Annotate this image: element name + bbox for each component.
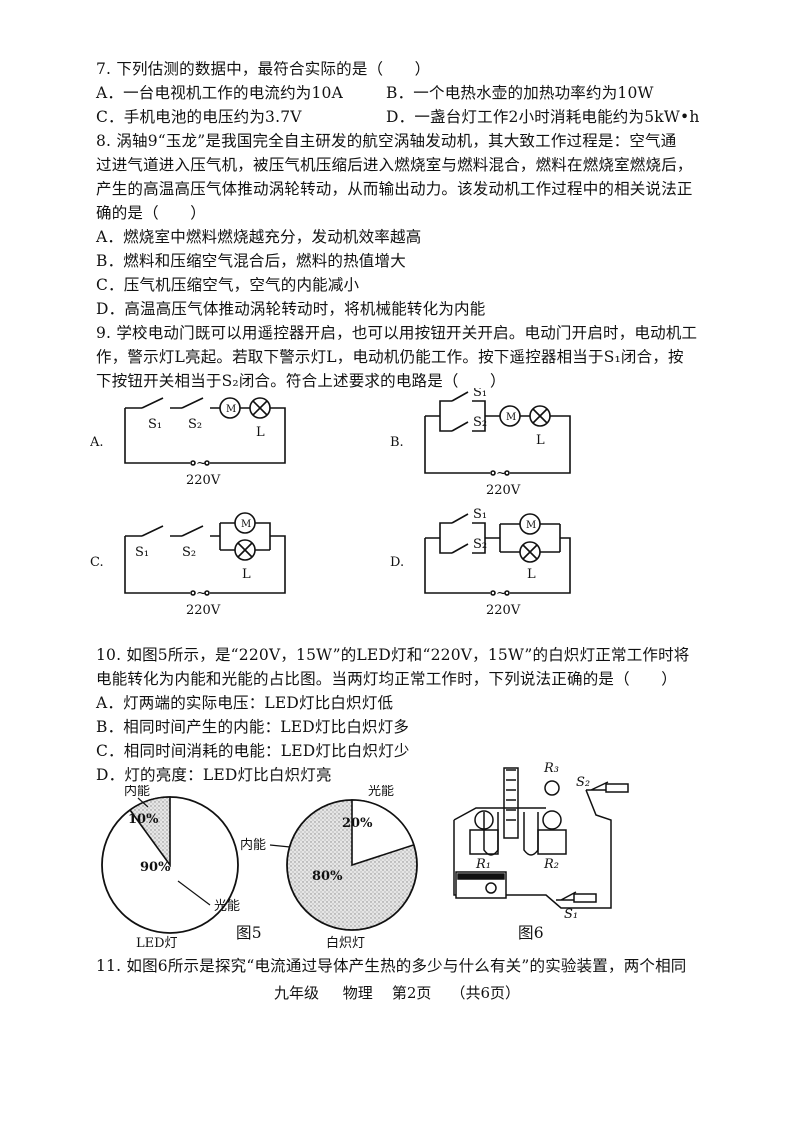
q7-option-c: C．手机电池的电压约为3.7V <box>96 108 302 126</box>
circuit-d-s1: S₁ <box>473 507 487 522</box>
q8-line-1: 8. 涡轴9“玉龙”是我国完全自主研发的航空涡轴发动机，其大致工作过程是：空气通 <box>96 132 677 150</box>
figure-6-caption: 图6 <box>518 924 544 942</box>
circuit-a-lamp: L <box>256 425 265 440</box>
circuit-d-lamp: L <box>527 567 536 582</box>
lamp-icon <box>249 397 271 419</box>
q10-option-d: D．灯的亮度：LED灯比白炽灯亮 <box>96 766 332 784</box>
circuit-c-s2: S₂ <box>182 545 196 560</box>
circuit-b-source: ~ <box>496 466 507 481</box>
led-pie-heat-slice <box>128 796 171 868</box>
q9-circuit-options: A. S₁ S₂ M L ~ 220V B. S₁ S₂ M L ~ 220V … <box>90 388 571 618</box>
q11-line-1: 11. 如图6所示是探究“电流通过导体产生热的多少与什么有关”的实验装置，两个相… <box>96 957 687 975</box>
lamp-icon <box>529 405 551 427</box>
q9-line-3: 下按钮开关相当于S₂闭合。符合上述要求的电路是（ ） <box>96 372 506 390</box>
fig6-r3: R₃ <box>543 761 559 776</box>
figure-6: R₃ S₂ R₁ R₂ S₁ <box>453 761 629 920</box>
incandescent-heat-label: 内能 <box>240 837 266 853</box>
circuit-d-source: ~ <box>496 586 507 601</box>
option-d-label: D. <box>390 555 404 570</box>
circuit-c-voltage: 220V <box>186 603 221 618</box>
footer-grade: 九年级 <box>273 984 319 1002</box>
circuit-a-source: ~ <box>196 456 207 471</box>
circuit-c <box>124 512 286 596</box>
q10-option-b: B．相同时间产生的内能：LED灯比白炽灯多 <box>96 718 410 736</box>
q8-option-b: B．燃料和压缩空气混合后，燃料的热值增大 <box>96 252 406 270</box>
footer-subject: 物理 <box>342 984 373 1002</box>
q9-line-2: 作，警示灯L亮起。若取下警示灯L，电动机仍能工作。按下遥控器相当于S₁闭合，按 <box>96 348 684 366</box>
circuit-a-voltage: 220V <box>186 473 221 488</box>
r3-resistor <box>544 780 560 796</box>
q7-stem: 7. 下列估测的数据中，最符合实际的是（ ） <box>96 60 431 78</box>
lamp-icon <box>234 539 256 561</box>
incandescent-light-label: 光能 <box>368 785 394 799</box>
motor-icon <box>234 512 256 534</box>
q10-line-1: 10. 如图5所示，是“220V，15W”的LED灯和“220V，15W”的白炽… <box>96 646 690 664</box>
circuit-b-lamp: L <box>536 433 545 448</box>
q7-option-a: A．一台电视机工作的电流约为10A <box>96 84 344 102</box>
led-light-pct: 90% <box>140 860 171 875</box>
circuit-c-motor: M <box>241 519 251 530</box>
fig6-r2: R₂ <box>543 857 559 872</box>
circuit-a-motor: M <box>226 404 236 415</box>
footer-total: （共6页） <box>450 984 521 1002</box>
circuit-a <box>124 397 286 466</box>
incandescent-light-pct: 20% <box>342 816 373 831</box>
lamp-icon <box>519 541 541 563</box>
circuit-d <box>424 513 571 596</box>
r1-container <box>469 829 499 855</box>
option-a-label: A. <box>90 435 104 450</box>
incandescent-heat-pct: 80% <box>312 869 343 884</box>
q8-line-4: 确的是（ ） <box>96 204 206 222</box>
q10-line-2: 电能转化为内能和光能的占比图。当两灯均正常工作时，下列说法正确的是（ ） <box>96 670 677 688</box>
circuit-c-source: ~ <box>196 586 207 601</box>
circuit-a-s2: S₂ <box>188 417 202 432</box>
q8-option-c: C．压气机压缩空气，空气的内能减小 <box>96 276 360 294</box>
q8-line-2: 过进气道进入压气机，被压气机压缩后进入燃烧室与燃料混合，燃料在燃烧室燃烧后， <box>96 156 693 174</box>
figure-5: 内能 10% 90% 光能 LED灯 光能 20% 80% 内能 白炽灯 <box>101 785 418 950</box>
q10-option-a: A．灯两端的实际电压：LED灯比白炽灯低 <box>96 694 394 712</box>
fig6-s2: S₂ <box>576 775 590 790</box>
switch-s1-icon <box>556 891 577 901</box>
fig6-s1: S₁ <box>564 907 578 920</box>
led-heat-pct: 10% <box>128 812 159 827</box>
q10-option-c: C．相同时间消耗的电能：LED灯比白炽灯少 <box>96 742 410 760</box>
circuit-b-s1: S₁ <box>473 388 487 400</box>
circuit-b-voltage: 220V <box>486 483 521 498</box>
fig6-r1: R₁ <box>475 857 491 872</box>
incandescent-lamp-name: 白炽灯 <box>326 935 365 950</box>
incandescent-pie-light-slice <box>351 799 415 867</box>
q8-line-3: 产生的高温高压气体推动涡轮转动，从而输出动力。该发动机工作过程中的相关说法正 <box>96 180 693 198</box>
q8-option-d: D．高温高压气体推动涡轮转动时，将机械能转化为内能 <box>96 300 486 318</box>
figure-5-caption: 图5 <box>236 924 262 942</box>
led-lamp-name: LED灯 <box>136 936 178 950</box>
manometer-icon <box>503 767 519 839</box>
q7-option-b: B．一个电热水壶的加热功率约为10W <box>386 84 654 102</box>
circuit-b-motor: M <box>506 412 516 423</box>
circuit-d-motor: M <box>526 520 536 531</box>
circuit-b-s2: S₂ <box>473 415 487 430</box>
q7-option-d: D．一盏台灯工作2小时消耗电能约为5kW•h <box>386 108 700 126</box>
led-heat-label: 内能 <box>124 785 150 799</box>
q8-option-a: A．燃烧室中燃料燃烧越充分，发动机效率越高 <box>96 228 422 246</box>
q9-line-1: 9. 学校电动门既可以用遥控器开启，也可以用按钮开关开启。电动门开启时，电动机工 <box>96 324 698 342</box>
led-light-label: 光能 <box>214 899 240 914</box>
option-b-label: B. <box>390 435 404 450</box>
circuit-b <box>424 391 571 476</box>
circuit-d-voltage: 220V <box>486 603 521 618</box>
page-footer: 九年级 物理 第2页 （共6页） <box>0 982 794 1003</box>
motor-icon <box>519 513 541 535</box>
motor-icon <box>499 405 521 427</box>
circuit-c-lamp: L <box>242 567 251 582</box>
footer-page: 第2页 <box>391 984 432 1002</box>
option-c-label: C. <box>90 555 104 570</box>
circuit-d-s2: S₂ <box>473 537 487 552</box>
r2-container <box>537 829 567 855</box>
circuit-a-s1: S₁ <box>148 417 162 432</box>
circuit-c-s1: S₁ <box>135 545 149 560</box>
motor-icon <box>219 397 241 419</box>
